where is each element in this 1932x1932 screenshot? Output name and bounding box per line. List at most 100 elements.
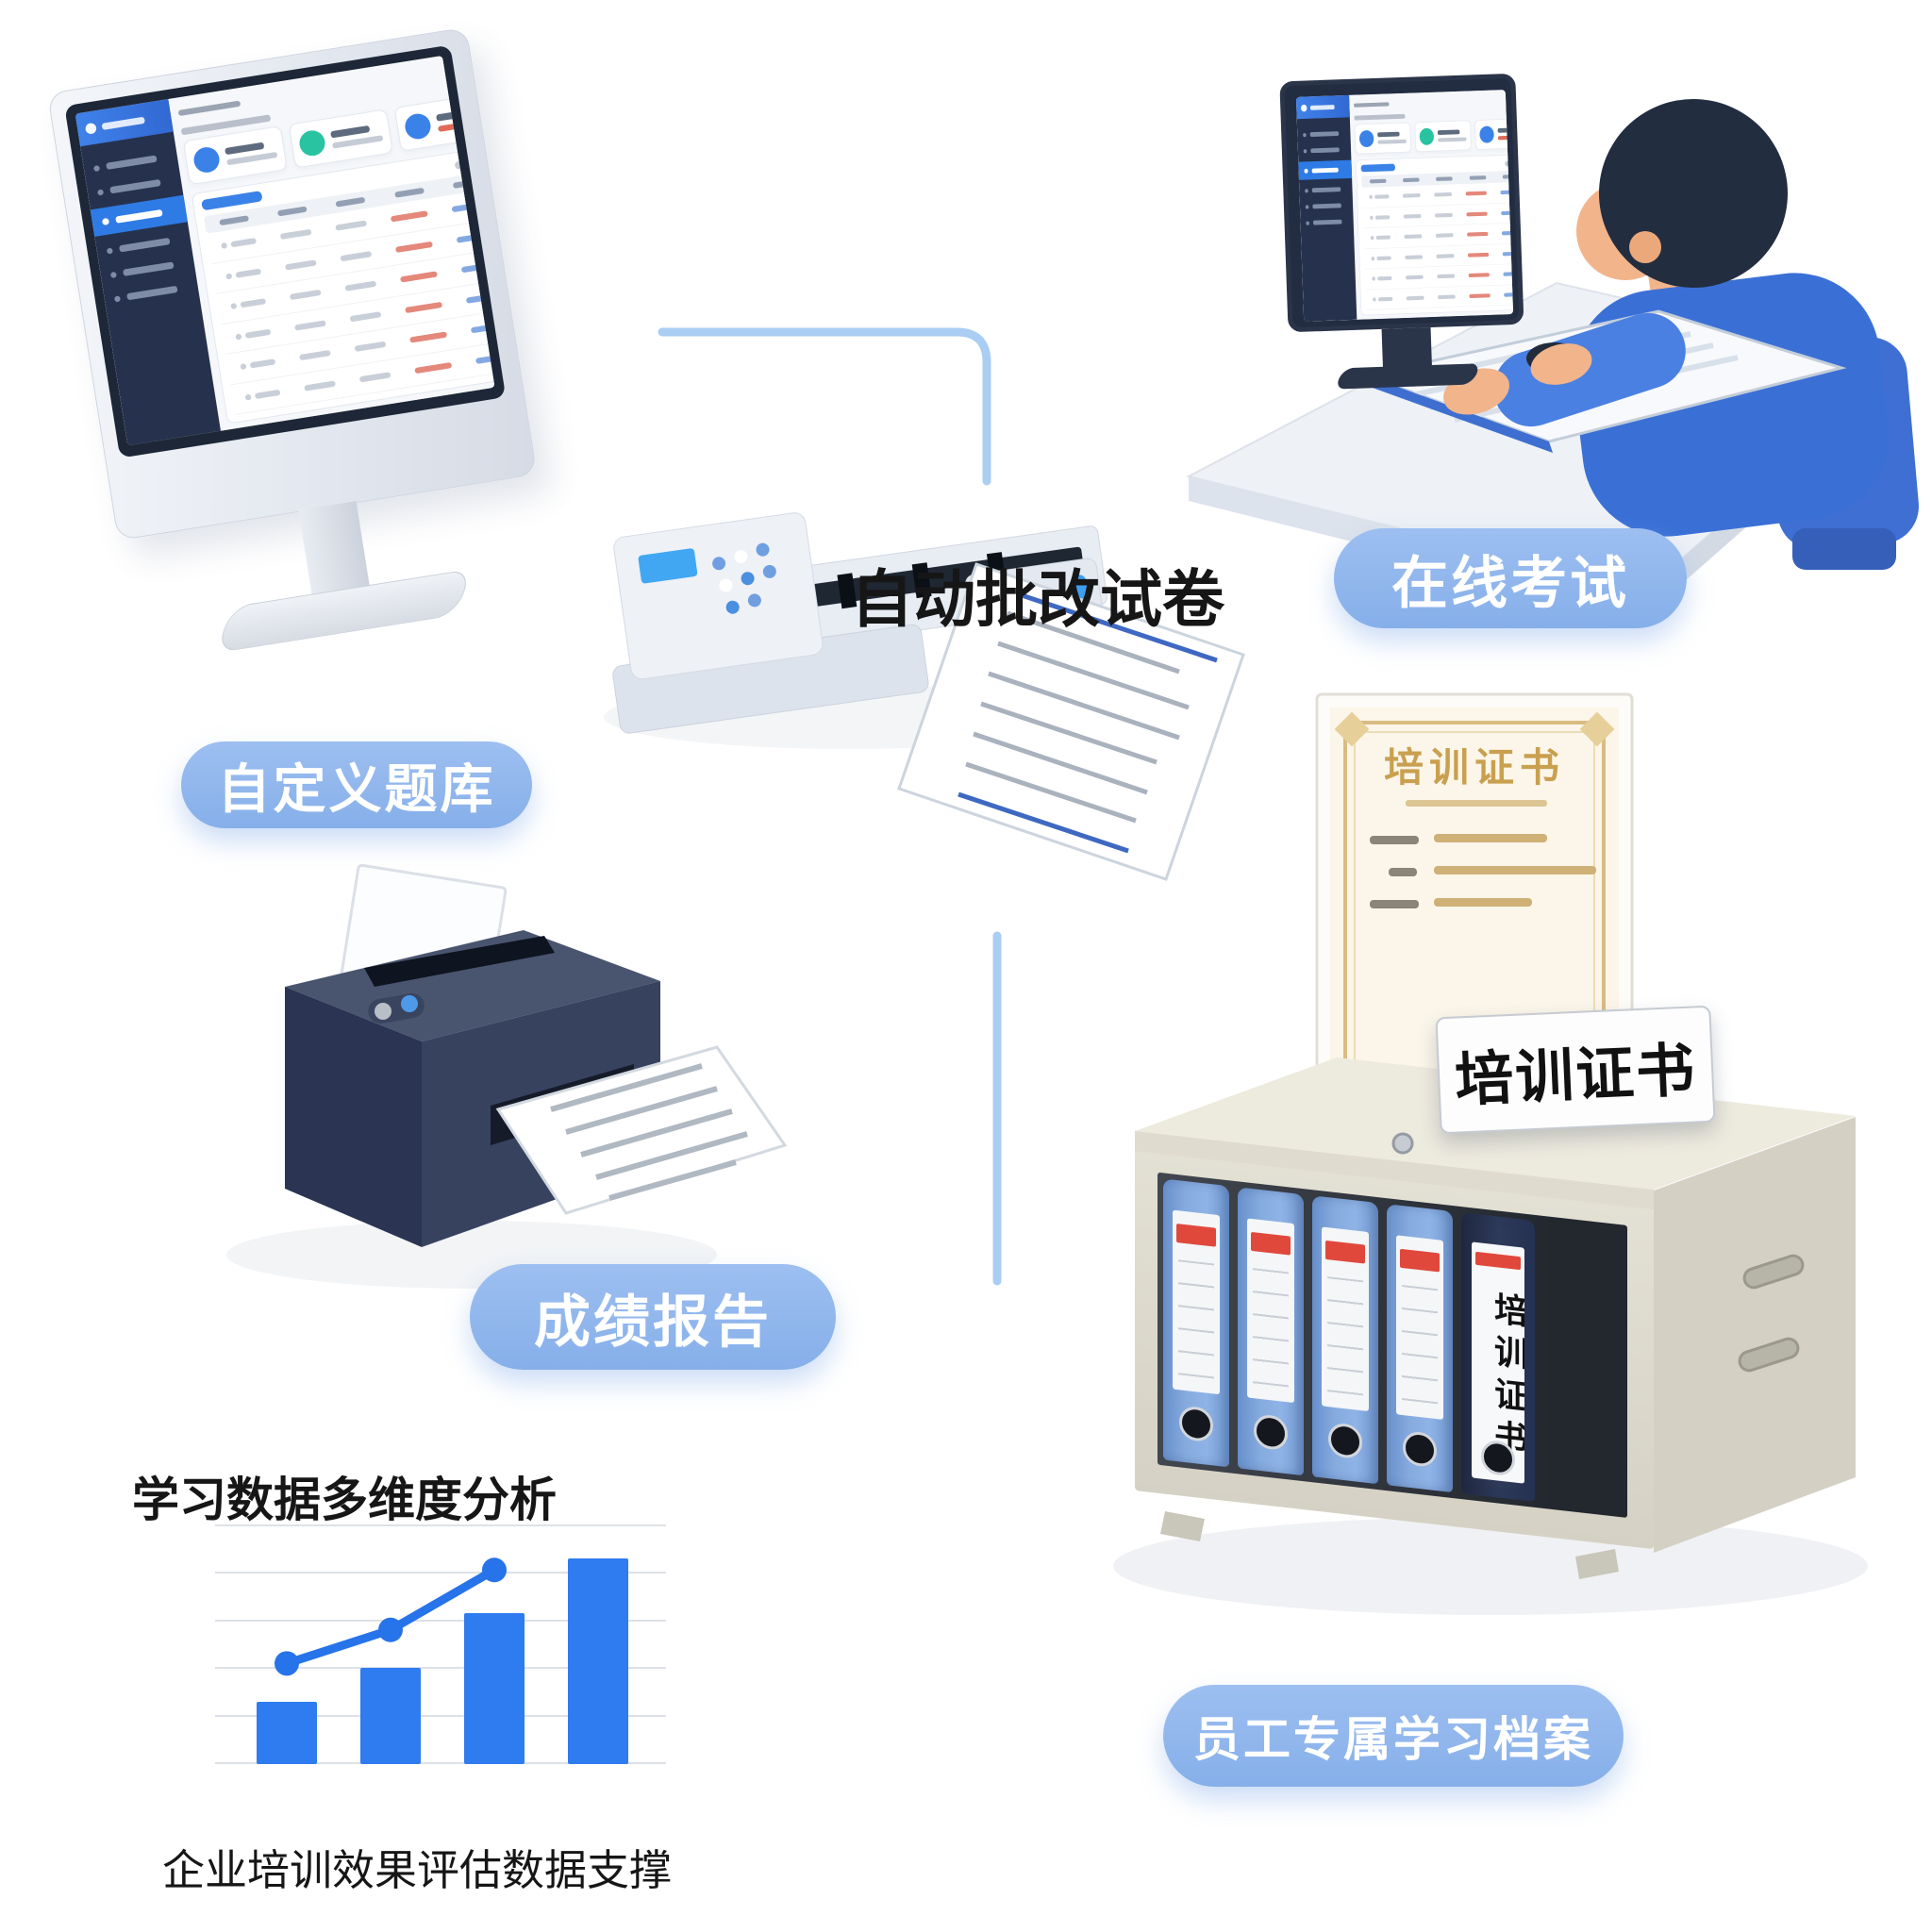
cell bbox=[243, 389, 280, 401]
question-bank-screen[interactable] bbox=[75, 56, 495, 446]
cell-bar bbox=[1404, 234, 1423, 240]
cell-bar bbox=[1405, 275, 1424, 280]
menu-label-bar bbox=[1311, 167, 1339, 174]
certificate-binder[interactable]: 培训证书 bbox=[1461, 1212, 1535, 1502]
printer-key bbox=[712, 557, 726, 571]
grading-printer bbox=[604, 512, 1245, 881]
row-checkbox bbox=[220, 242, 227, 250]
cell-bar bbox=[303, 380, 336, 391]
archive-binder[interactable] bbox=[1163, 1178, 1229, 1468]
cabinet-handle[interactable] bbox=[1737, 1337, 1800, 1374]
printer-head bbox=[613, 512, 824, 680]
cell bbox=[239, 358, 275, 371]
action-bar-blue bbox=[1501, 230, 1514, 236]
cell bbox=[220, 238, 257, 250]
score-bar-red bbox=[1468, 273, 1490, 278]
chart-bar bbox=[257, 1702, 317, 1764]
cell-bar bbox=[1434, 212, 1453, 218]
keyboard-front-edge bbox=[1366, 375, 1553, 453]
connector-elbow bbox=[658, 327, 991, 486]
sidebar-item[interactable] bbox=[1300, 213, 1354, 231]
header-cell-bar bbox=[1502, 174, 1514, 179]
stat-label-bar bbox=[330, 125, 371, 139]
monitor-stand-base bbox=[1334, 363, 1482, 390]
pill-custom-question-bank[interactable]: 自定义题库 bbox=[181, 741, 532, 828]
certificate-plaque: 培训证书 bbox=[1435, 1005, 1716, 1135]
pill-employee-learning-archive[interactable]: 员工专属学习档案 bbox=[1163, 1685, 1624, 1787]
binder-hole bbox=[1254, 1413, 1288, 1452]
header-cell-bar bbox=[219, 215, 250, 226]
sidebar-item-active[interactable] bbox=[1298, 159, 1353, 180]
certificate-row-value bbox=[1434, 866, 1596, 874]
dashboard-sidebar bbox=[1295, 94, 1357, 322]
bell-icon bbox=[1509, 94, 1514, 106]
archive-binder[interactable] bbox=[1238, 1187, 1304, 1476]
menu-label-bar bbox=[106, 155, 158, 170]
cell bbox=[1372, 275, 1392, 281]
menu-label-bar bbox=[1312, 219, 1342, 225]
dashboard-mock bbox=[75, 56, 495, 446]
dashboard-topbar bbox=[1354, 92, 1514, 111]
sidebar-item[interactable] bbox=[1297, 125, 1351, 143]
cell-bar bbox=[293, 320, 326, 331]
cell bbox=[1372, 296, 1392, 302]
stat-value-bar bbox=[1497, 135, 1514, 141]
cell-bar bbox=[244, 328, 271, 339]
menu-label-bar bbox=[1312, 203, 1341, 209]
cell-bar bbox=[349, 310, 381, 323]
dashboard-main bbox=[168, 56, 495, 431]
chart-bar bbox=[464, 1613, 525, 1764]
stat-text bbox=[330, 124, 384, 149]
cabinet-handle[interactable] bbox=[1741, 1254, 1805, 1291]
menu-icon bbox=[1303, 132, 1307, 137]
cell-bar bbox=[1375, 235, 1391, 241]
grid-line bbox=[215, 1524, 666, 1526]
sidebar-item[interactable] bbox=[1299, 181, 1353, 199]
exam-screen[interactable] bbox=[1295, 90, 1514, 322]
menu-icon bbox=[1304, 168, 1308, 174]
score-bar-red bbox=[1465, 191, 1487, 196]
cell-bar bbox=[1376, 275, 1392, 281]
archive-binder[interactable] bbox=[1312, 1195, 1378, 1485]
cabinet-top-bevel bbox=[1135, 1131, 1654, 1211]
menu-label-bar bbox=[126, 285, 178, 301]
score-bar-red bbox=[1466, 211, 1488, 217]
score-bar-red bbox=[408, 331, 447, 343]
stat-text bbox=[225, 141, 278, 166]
trend-point bbox=[275, 1651, 299, 1676]
binder-red-stripe bbox=[1251, 1231, 1291, 1256]
sidebar-item[interactable] bbox=[1298, 142, 1352, 159]
person-hair bbox=[1599, 99, 1788, 288]
stat-text bbox=[1497, 127, 1514, 141]
report-printer bbox=[226, 863, 788, 1289]
cell bbox=[1370, 235, 1391, 241]
row-checkbox bbox=[1369, 194, 1373, 200]
pill-online-exam[interactable]: 在线考试 bbox=[1334, 528, 1687, 628]
data-table bbox=[191, 144, 495, 425]
person-ear bbox=[1629, 231, 1661, 263]
sidebar-logo bbox=[1295, 94, 1350, 120]
binder-hole bbox=[1328, 1422, 1362, 1460]
action-bar-blue bbox=[470, 322, 495, 334]
table-button[interactable] bbox=[1360, 163, 1396, 173]
archive-binder[interactable] bbox=[1387, 1204, 1453, 1493]
table-toolbar bbox=[1360, 159, 1514, 173]
cell-bar bbox=[1433, 192, 1452, 197]
binder-label bbox=[1247, 1218, 1294, 1404]
logo-dot bbox=[1300, 104, 1307, 112]
stat-value-bar bbox=[1438, 137, 1467, 142]
sidebar-item[interactable] bbox=[1300, 197, 1354, 215]
cell-bar bbox=[339, 250, 372, 262]
stat-icon bbox=[192, 145, 222, 175]
certificate-subtitle-bar bbox=[1406, 800, 1547, 807]
cabinet-lock[interactable] bbox=[1391, 1132, 1414, 1155]
header-cell-bar bbox=[1436, 176, 1453, 181]
header-cell-bar bbox=[277, 206, 308, 217]
binder-label-lines bbox=[1402, 1284, 1438, 1412]
cabinet-side-face bbox=[1654, 1117, 1856, 1553]
pill-score-report[interactable]: 成绩报告 bbox=[470, 1264, 836, 1370]
report-printer-left-face bbox=[285, 987, 422, 1247]
grid-line bbox=[215, 1620, 666, 1622]
cell-bar bbox=[279, 229, 312, 241]
